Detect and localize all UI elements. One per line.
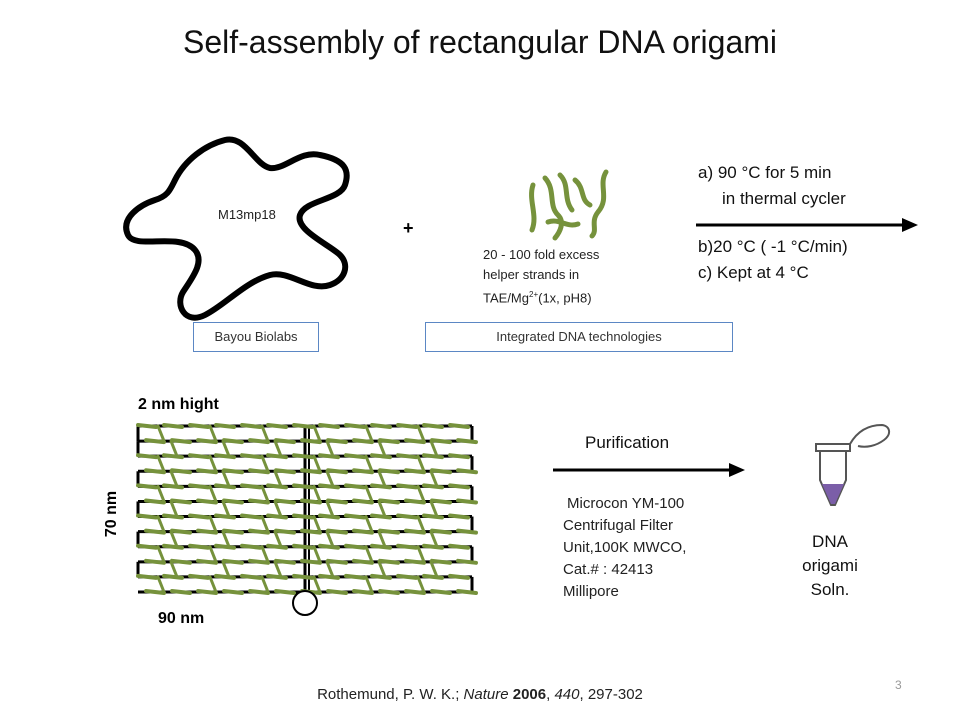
step-a-detail: in thermal cycler [722, 189, 846, 208]
purification-line-4: Cat.# : 42413 [563, 561, 654, 578]
step-a: a) 90 °C for 5 min [698, 163, 832, 182]
citation-authors: Rothemund, P. W. K.; [317, 686, 464, 703]
product-line-2: origami [802, 556, 858, 575]
purification-line-3: Unit,100K MWCO, [563, 539, 687, 556]
step-b: b)20 °C ( -1 °C/min) [698, 237, 848, 256]
page-title: Self-assembly of rectangular DNA origami [182, 24, 777, 60]
scaffold-label: M13mp18 [218, 207, 276, 222]
helper-buffer: TAE/Mg [483, 290, 529, 306]
annealing-steps: a) 90 °C for 5 min in thermal cycler b)2… [698, 160, 848, 286]
helper-line-3: TAE/Mg2+(1x, pH8) [483, 285, 599, 308]
citation: Rothemund, P. W. K.; Nature 2006, 440, 2… [317, 686, 643, 703]
purification-label: Purification [585, 433, 670, 452]
origami-width-label: 90 nm [158, 610, 205, 627]
scaffold-strand-icon [123, 136, 350, 321]
anneal-arrow-icon [696, 218, 918, 232]
product-line-3: Soln. [810, 580, 850, 599]
helper-charge: 2+ [529, 290, 539, 299]
plus-sign: + [403, 218, 414, 238]
helper-strands-icon [529, 169, 609, 241]
product-line-1: DNA [812, 532, 848, 551]
helper-line-1: 20 - 100 fold excess [483, 247, 600, 262]
citation-pages: 297-302 [587, 686, 643, 703]
step-c: c) Kept at 4 °C [698, 263, 809, 282]
purification-line-2: Centrifugal Filter [563, 517, 674, 534]
purification-arrow-icon [553, 463, 745, 477]
purification-line-1: Microcon YM-100 [567, 495, 685, 512]
product-label: DNA origami Soln. [770, 530, 890, 602]
helper-line-2: helper strands in [483, 267, 580, 282]
origami-height-label: 2 nm hight [138, 396, 219, 413]
helper-conditions: (1x, pH8) [538, 290, 592, 306]
seam-loop-icon [292, 590, 318, 616]
citation-year: 2006 [512, 686, 547, 703]
origami-side-label: 70 nm [103, 490, 120, 538]
eppendorf-tube-icon [815, 423, 890, 506]
dna-origami-rectangle-icon [136, 423, 478, 595]
helper-description: 20 - 100 fold excess helper strands in T… [483, 245, 599, 308]
citation-journal: Nature [463, 686, 509, 703]
purification-line-5: Millipore [563, 583, 619, 600]
scaffold-vendor-box: Bayou Biolabs [193, 322, 319, 352]
page-number: 3 [895, 678, 902, 692]
helper-vendor-box: Integrated DNA technologies [425, 322, 733, 352]
purification-details: Microcon YM-100 Centrifugal Filter Unit,… [563, 493, 686, 603]
citation-volume: 440 [554, 686, 580, 703]
